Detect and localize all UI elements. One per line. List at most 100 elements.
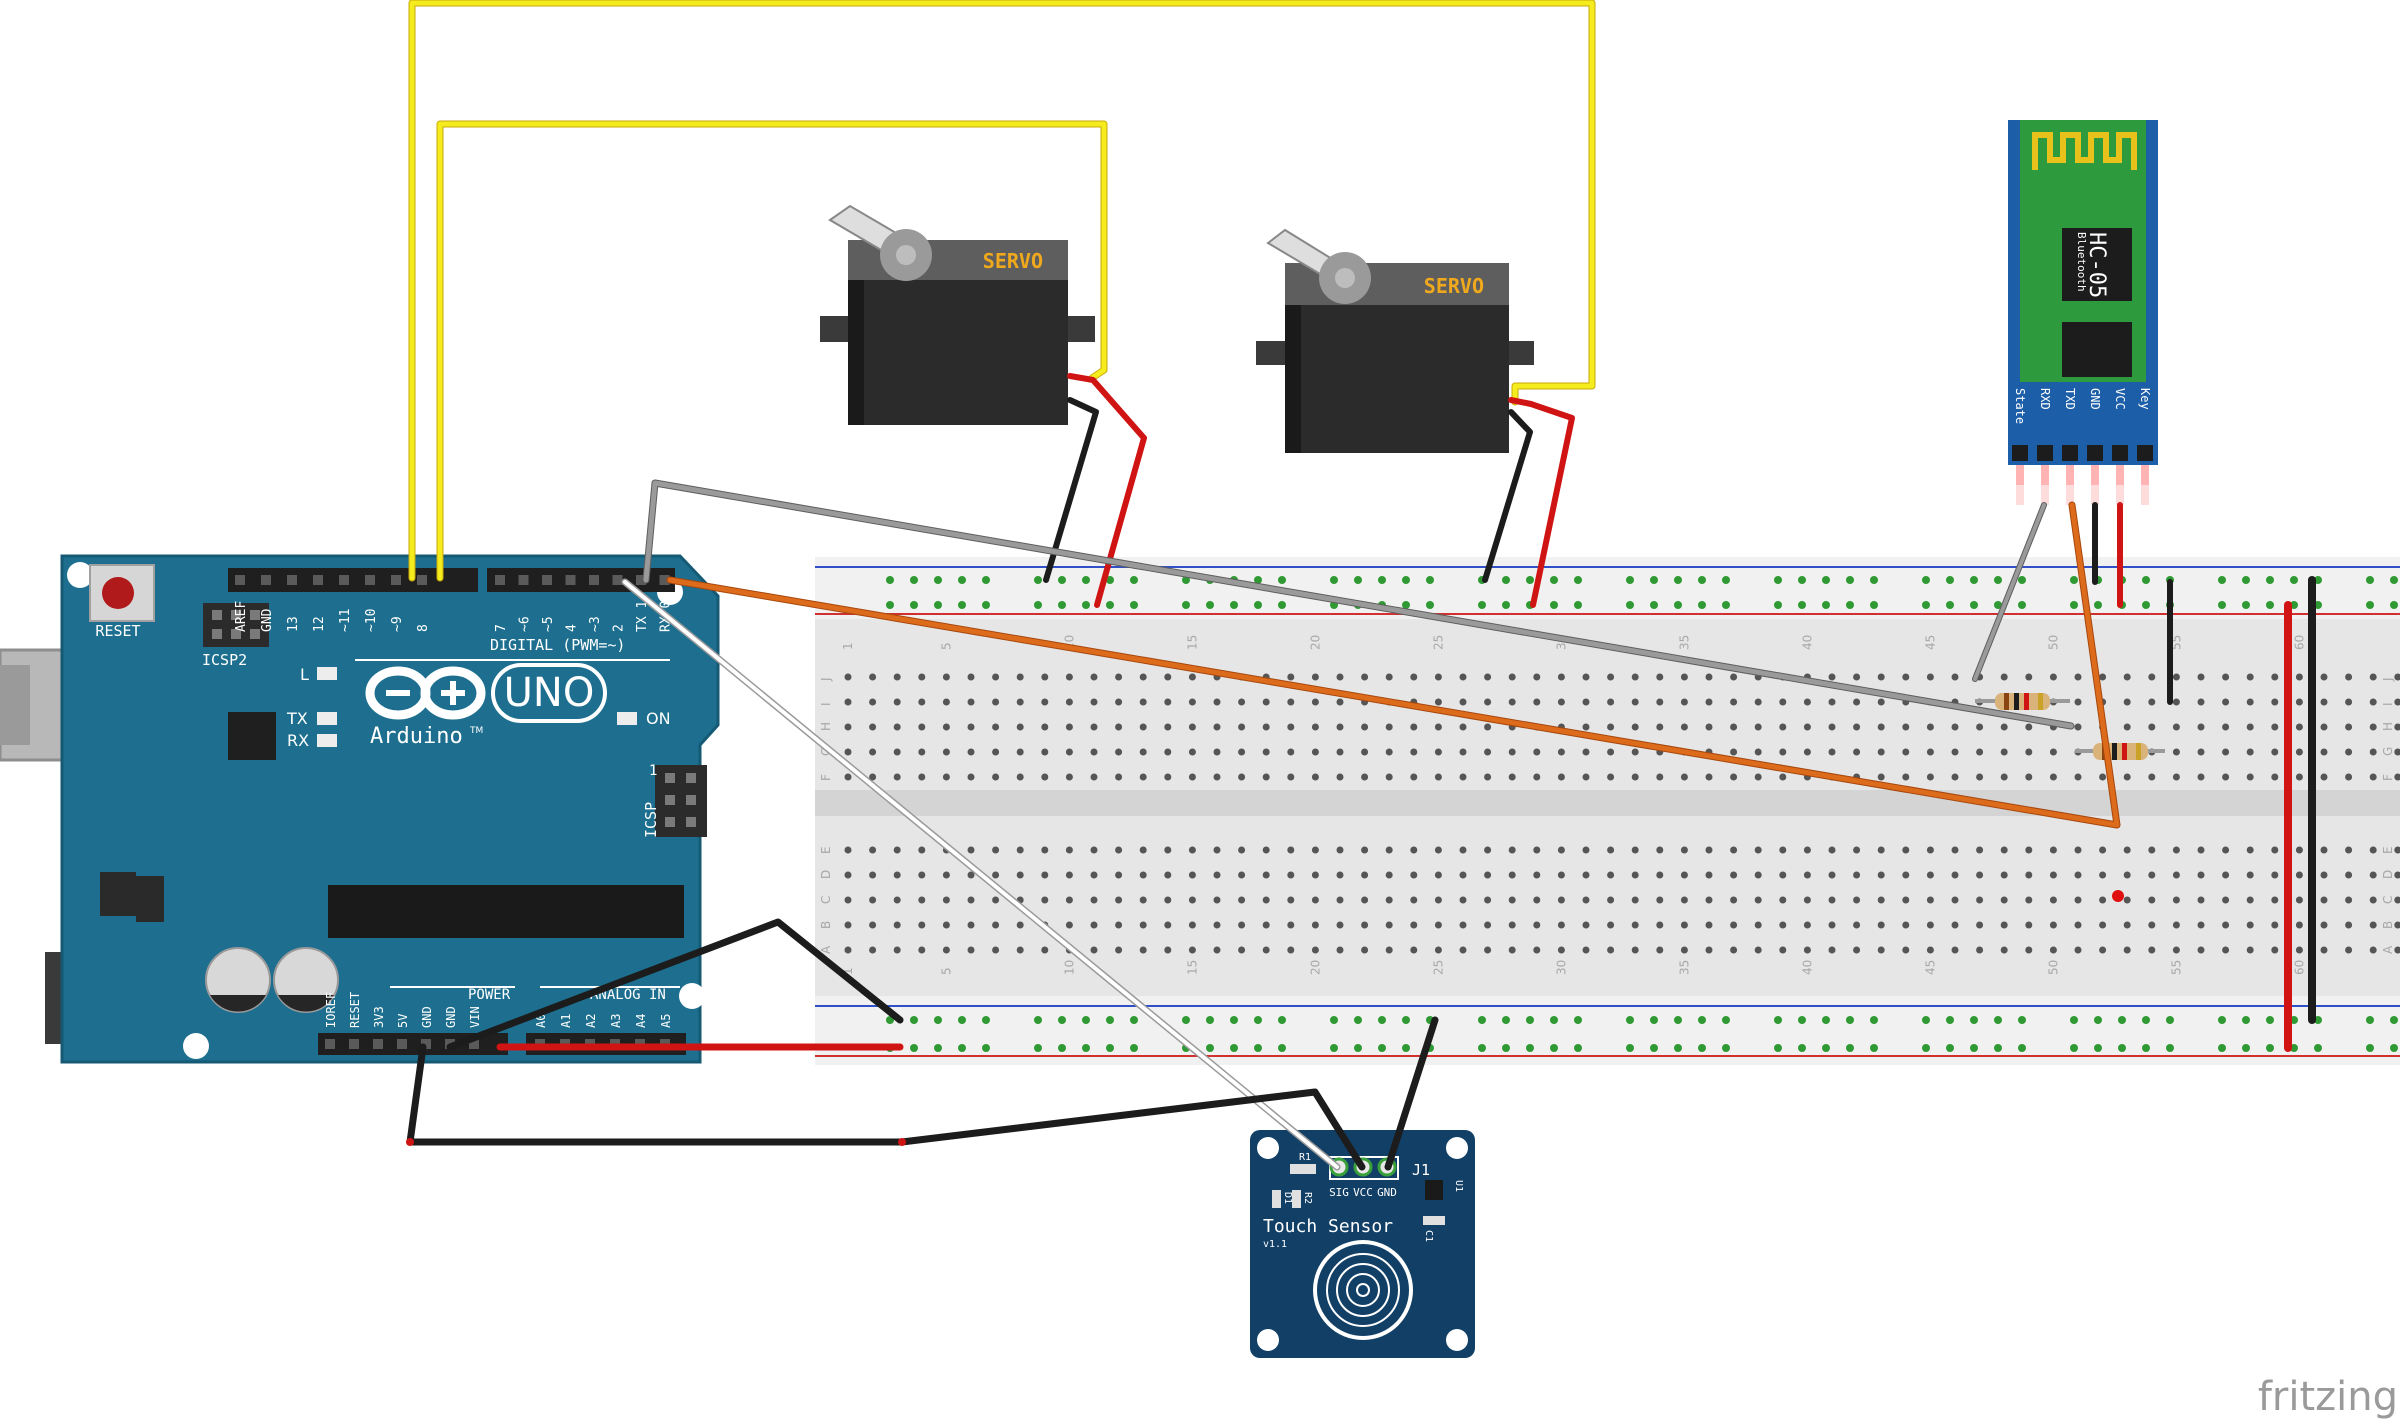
terminal-hole <box>1287 748 1295 756</box>
terminal-hole <box>1484 773 1492 781</box>
terminal-hole <box>2099 921 2107 929</box>
terminal-hole <box>1213 846 1221 854</box>
terminal-hole <box>1361 723 1369 731</box>
terminal-hole <box>2074 896 2082 904</box>
rail-hole <box>1798 1044 1806 1052</box>
arduino-brand-label: Arduino <box>370 724 463 749</box>
terminal-hole <box>2148 773 2156 781</box>
hc05-pin-header <box>2087 445 2103 461</box>
terminal-hole <box>1557 896 1565 904</box>
terminal-hole <box>918 773 926 781</box>
header-pin <box>612 575 623 585</box>
terminal-hole <box>1705 773 1713 781</box>
terminal-hole <box>1361 871 1369 879</box>
terminal-hole <box>1311 748 1319 756</box>
terminal-hole <box>869 673 877 681</box>
terminal-hole <box>2025 921 2033 929</box>
terminal-hole <box>1976 773 1984 781</box>
touch-sensor-title: Touch Sensor <box>1263 1216 1393 1237</box>
rail-hole <box>2390 601 2398 609</box>
terminal-hole <box>1902 673 1910 681</box>
top-pin-label: AREF <box>234 601 249 632</box>
terminal-hole <box>2222 896 2230 904</box>
rail-hole <box>1378 1044 1386 1052</box>
terminal-hole <box>1188 846 1196 854</box>
terminal-hole <box>2295 946 2303 954</box>
touch-pad <box>1313 1240 1413 1340</box>
terminal-hole <box>1754 748 1762 756</box>
r1-label: R1 <box>1299 1152 1311 1163</box>
terminal-hole <box>1976 846 1984 854</box>
r2-component <box>1292 1190 1301 1208</box>
header-pin <box>421 1039 431 1049</box>
row-letter: B <box>819 921 833 929</box>
terminal-hole <box>1705 673 1713 681</box>
rail-hole <box>1182 601 1190 609</box>
rail-hole <box>910 1016 918 1024</box>
terminal-hole <box>2369 723 2377 731</box>
terminal-hole <box>1434 871 1442 879</box>
terminal-hole <box>893 698 901 706</box>
terminal-hole <box>1065 673 1073 681</box>
terminal-hole <box>1976 723 1984 731</box>
reset-button-cap[interactable] <box>102 577 134 609</box>
terminal-hole <box>2000 846 2008 854</box>
terminal-hole <box>2123 673 2131 681</box>
rail-hole <box>1034 601 1042 609</box>
terminal-hole <box>1779 698 1787 706</box>
terminal-hole <box>1385 723 1393 731</box>
rail-hole <box>2266 576 2274 584</box>
terminal-hole <box>1090 896 1098 904</box>
terminal-hole <box>1361 846 1369 854</box>
resistor-1 <box>1975 693 2070 710</box>
rail-hole <box>2070 576 2078 584</box>
terminal-hole <box>2099 896 2107 904</box>
arduino-logo <box>365 666 486 720</box>
terminal-hole <box>1213 946 1221 954</box>
top-pin-label: 13 <box>286 616 301 632</box>
terminal-hole <box>1139 773 1147 781</box>
terminal-hole <box>1631 698 1639 706</box>
terminal-hole <box>1803 723 1811 731</box>
terminal-hole <box>1730 723 1738 731</box>
terminal-hole <box>1754 773 1762 781</box>
terminal-hole <box>2197 773 2205 781</box>
rail-hole <box>2290 576 2298 584</box>
top-pin-label: 12 <box>312 616 327 632</box>
terminal-hole <box>1926 946 1934 954</box>
terminal-hole <box>2271 698 2279 706</box>
header-power <box>318 1033 508 1055</box>
header-pin <box>542 575 552 585</box>
terminal-hole <box>1705 896 1713 904</box>
rail-hole <box>1402 601 1410 609</box>
terminal-hole <box>1705 698 1713 706</box>
terminal-hole <box>918 673 926 681</box>
rail-hole <box>1946 1044 1954 1052</box>
terminal-hole <box>1434 698 1442 706</box>
rail-hole <box>1870 1016 1878 1024</box>
terminal-hole <box>1090 921 1098 929</box>
terminal-hole <box>1287 846 1295 854</box>
terminal-hole <box>1557 921 1565 929</box>
terminal-hole <box>1926 871 1934 879</box>
header-pin <box>349 1039 359 1049</box>
terminal-hole <box>1361 773 1369 781</box>
rail-hole <box>1774 601 1782 609</box>
terminal-hole <box>1926 673 1934 681</box>
terminal-hole <box>1041 896 1049 904</box>
column-number: 50 <box>2046 635 2060 650</box>
column-number: 25 <box>1431 960 1445 975</box>
terminal-hole <box>2394 723 2400 731</box>
terminal-hole <box>1115 846 1123 854</box>
icsp-header <box>655 765 707 837</box>
terminal-hole <box>967 846 975 854</box>
header-pin <box>313 575 323 585</box>
bottom-power-rail <box>815 996 2400 1065</box>
rail-hole <box>2390 1016 2398 1024</box>
terminal-hole <box>1262 773 1270 781</box>
hc05-chip-1 <box>2062 228 2132 301</box>
rail-hole <box>1082 1016 1090 1024</box>
rail-hole <box>1130 1044 1138 1052</box>
terminal-hole <box>2099 946 2107 954</box>
terminal-hole <box>2148 698 2156 706</box>
